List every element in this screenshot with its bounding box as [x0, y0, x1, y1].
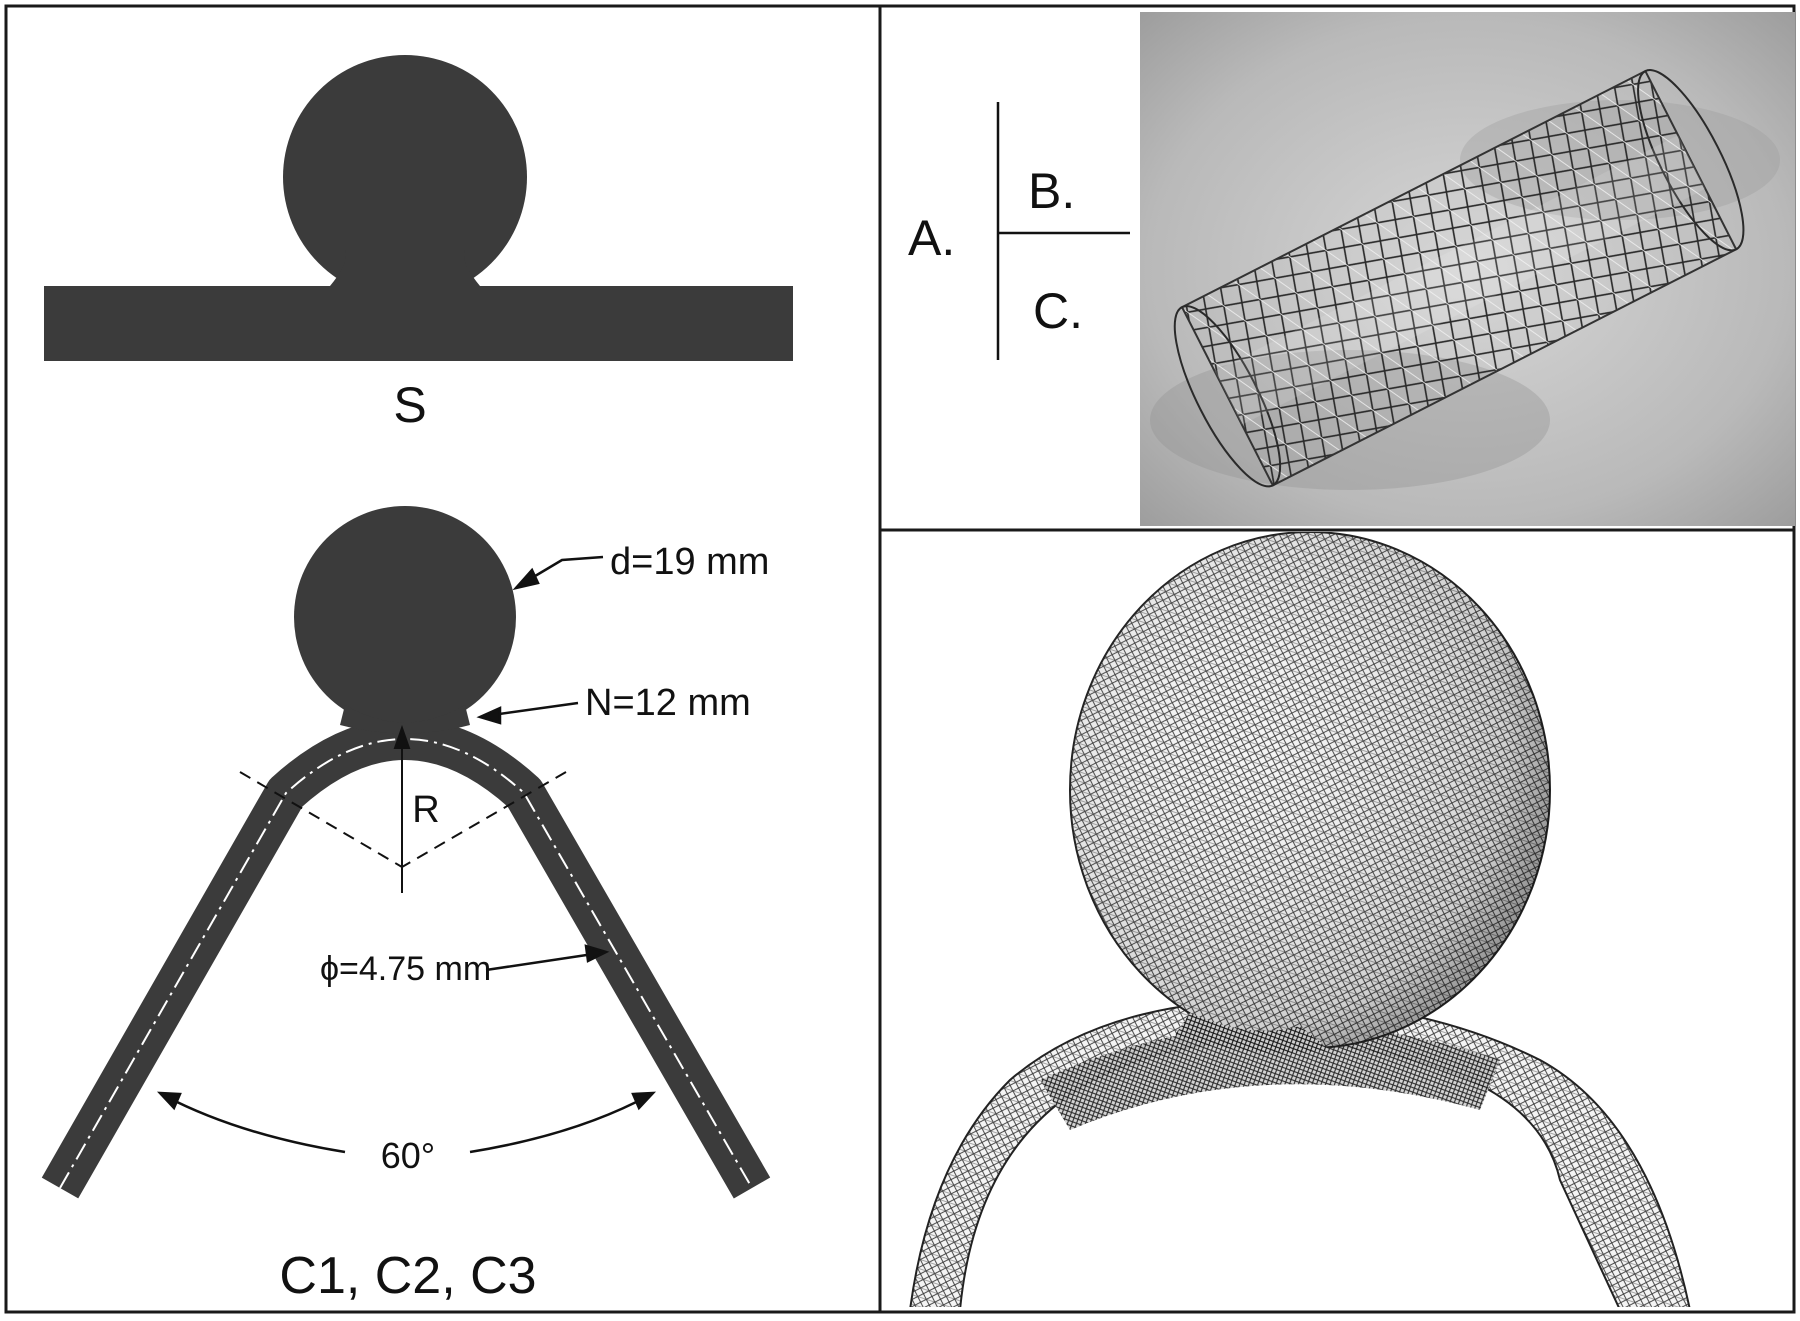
- vessel-diameter-leader: [485, 944, 610, 972]
- straight-model: [44, 55, 793, 361]
- legend-c: C.: [1033, 283, 1083, 339]
- curved-model: [41, 506, 771, 1199]
- legend-b: B.: [1028, 163, 1075, 219]
- neck-leader: [476, 701, 579, 725]
- vessel-diameter-label: ϕ=4.75 mm: [320, 950, 491, 988]
- panel-legend: [996, 102, 1130, 360]
- neck-label: N=12 mm: [585, 682, 751, 724]
- angle-arc: [156, 1091, 657, 1154]
- meshed-model: [909, 532, 1691, 1307]
- stent-photo: [1140, 12, 1795, 526]
- curved-aneurysm-sphere: [294, 506, 516, 728]
- diameter-leader: [512, 555, 604, 591]
- radius-construction: [239, 724, 567, 893]
- straight-parent-vessel: [44, 286, 793, 361]
- stent-wire-band: [1040, 1024, 1500, 1130]
- radius-label: R: [412, 789, 439, 831]
- stent-mesh: [1180, 69, 1738, 487]
- figure-frame: [4, 4, 1796, 1314]
- angle-label: 60°: [381, 1135, 435, 1176]
- curved-models-label: C1, C2, C3: [279, 1247, 536, 1305]
- vessel-centerline: [59, 738, 753, 1189]
- straight-aneurysm-sphere: [283, 55, 527, 299]
- straight-label: S: [393, 377, 426, 433]
- diameter-label: d=19 mm: [610, 541, 769, 583]
- legend-a: A.: [908, 210, 955, 266]
